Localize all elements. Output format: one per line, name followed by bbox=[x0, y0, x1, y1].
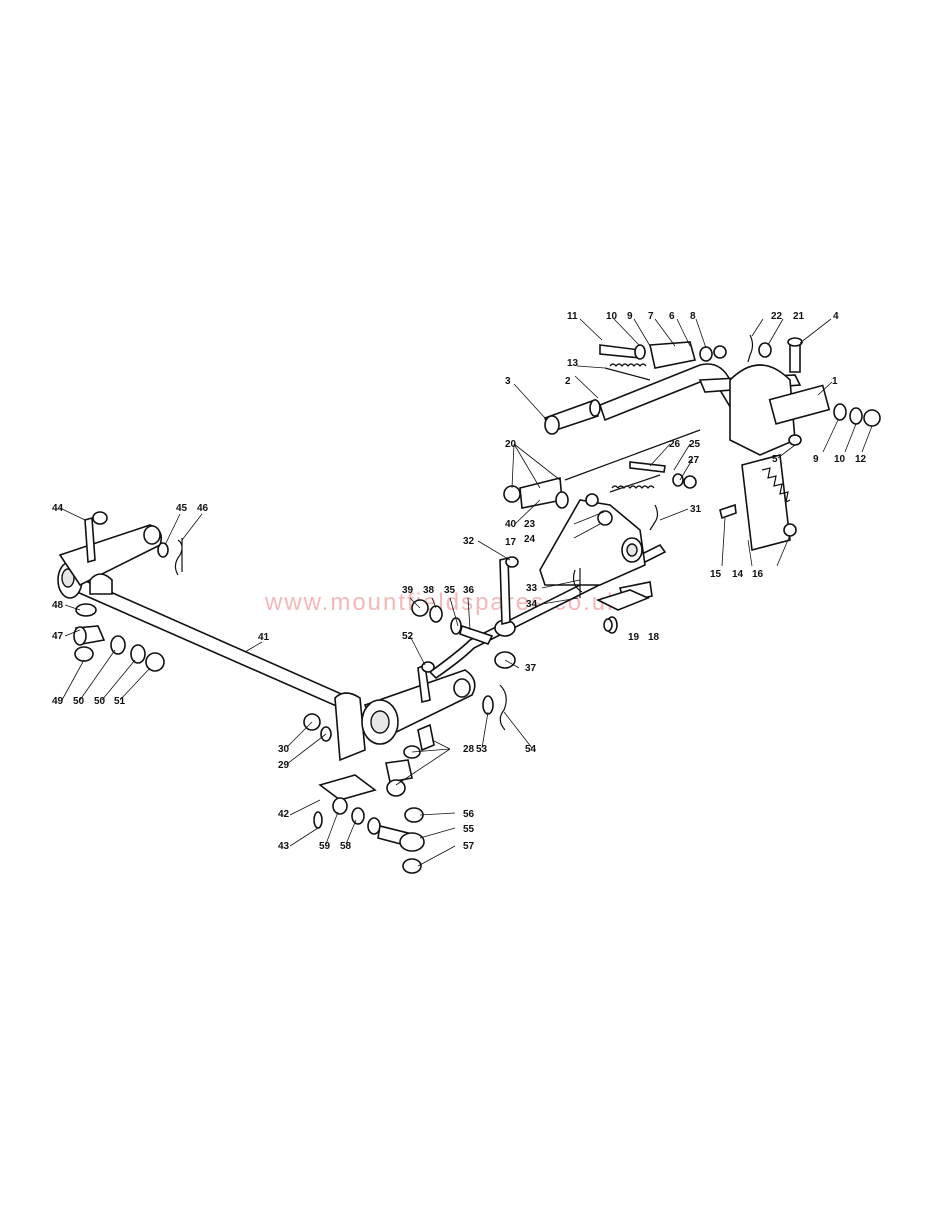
callout-35: 35 bbox=[444, 585, 456, 596]
callout-33: 33 bbox=[526, 583, 538, 594]
callout-18: 18 bbox=[648, 632, 660, 643]
callout-8: 8 bbox=[690, 311, 696, 322]
callout-30: 30 bbox=[278, 744, 290, 755]
callout-3: 3 bbox=[505, 376, 511, 387]
clip-pins bbox=[482, 684, 507, 731]
callout-1: 1 bbox=[832, 376, 838, 387]
callout-47: 47 bbox=[52, 631, 64, 642]
callout-6: 6 bbox=[669, 311, 675, 322]
centre-hardware bbox=[385, 723, 435, 797]
callout-19: 19 bbox=[628, 632, 640, 643]
callout-58: 58 bbox=[340, 841, 352, 852]
callout-15: 15 bbox=[710, 569, 722, 580]
callout-32: 32 bbox=[463, 536, 475, 547]
callout-55: 55 bbox=[463, 824, 475, 835]
callout-4: 4 bbox=[833, 311, 839, 322]
left-lever-arm bbox=[58, 511, 183, 595]
callout-2: 2 bbox=[565, 376, 571, 387]
callout-20: 20 bbox=[505, 439, 517, 450]
callout-54: 54 bbox=[525, 744, 537, 755]
callout-27: 27 bbox=[688, 455, 700, 466]
callout-10b: 10 bbox=[834, 454, 846, 465]
callout-31: 31 bbox=[690, 504, 702, 515]
callout-24: 24 bbox=[524, 534, 536, 545]
callout-5: 5 bbox=[772, 454, 778, 465]
callout-10: 10 bbox=[606, 311, 618, 322]
callout-29: 29 bbox=[278, 760, 290, 771]
callout-labels: 1 2 3 4 5 6 7 8 9 10 11 12 13 14 15 16 1… bbox=[52, 311, 867, 852]
callout-46: 46 bbox=[197, 503, 209, 514]
callout-36: 36 bbox=[463, 585, 475, 596]
callout-11: 11 bbox=[567, 311, 578, 322]
callout-59: 59 bbox=[319, 841, 331, 852]
callout-45: 45 bbox=[176, 503, 188, 514]
top-hardware bbox=[599, 334, 881, 446]
callout-34: 34 bbox=[526, 599, 538, 610]
callout-51: 51 bbox=[114, 696, 126, 707]
centre-pivot bbox=[303, 661, 476, 801]
spring-assembly bbox=[503, 429, 701, 509]
callout-48: 48 bbox=[52, 600, 64, 611]
bracket-18 bbox=[595, 589, 651, 632]
callout-44: 44 bbox=[52, 503, 64, 514]
callout-28: 28 bbox=[463, 744, 475, 755]
callout-25: 25 bbox=[689, 439, 701, 450]
callout-14: 14 bbox=[732, 569, 744, 580]
callout-49: 49 bbox=[52, 696, 64, 707]
callout-39: 39 bbox=[402, 585, 414, 596]
upper-lever-frame bbox=[543, 363, 831, 456]
callout-26: 26 bbox=[669, 439, 681, 450]
callout-21: 21 bbox=[793, 311, 805, 322]
callout-37: 37 bbox=[525, 663, 537, 674]
callout-50: 50 bbox=[73, 696, 85, 707]
callout-13: 13 bbox=[567, 358, 579, 369]
leader-lines bbox=[59, 318, 873, 867]
left-hardware bbox=[73, 603, 165, 672]
callout-22: 22 bbox=[771, 311, 783, 322]
callout-56: 56 bbox=[463, 809, 475, 820]
callout-38: 38 bbox=[423, 585, 435, 596]
lower-hardware bbox=[313, 797, 425, 874]
callout-43: 43 bbox=[278, 841, 290, 852]
callout-17: 17 bbox=[505, 537, 517, 548]
callout-7: 7 bbox=[648, 311, 654, 322]
callout-40: 40 bbox=[505, 519, 517, 530]
callout-16: 16 bbox=[752, 569, 764, 580]
callout-9: 9 bbox=[627, 311, 633, 322]
callout-9b: 9 bbox=[813, 454, 819, 465]
callout-53: 53 bbox=[476, 744, 488, 755]
callout-52: 52 bbox=[402, 631, 414, 642]
callout-57: 57 bbox=[463, 841, 475, 852]
ratchet-plate bbox=[719, 453, 797, 552]
callout-41: 41 bbox=[258, 632, 270, 643]
callout-23: 23 bbox=[524, 519, 536, 530]
callout-12: 12 bbox=[855, 454, 867, 465]
callout-50b: 50 bbox=[94, 696, 106, 707]
callout-42: 42 bbox=[278, 809, 290, 820]
